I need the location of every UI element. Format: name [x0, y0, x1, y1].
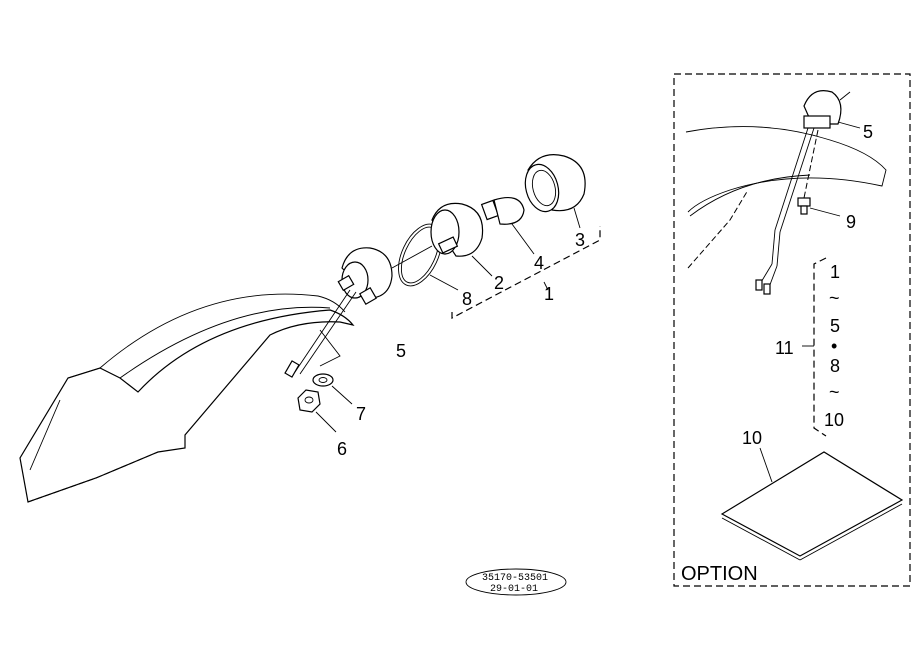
- range-item: •: [831, 336, 837, 356]
- option-panel: 5 9 11 10 1 ~ 5 • 8 ~ 10 OPTION: [673, 73, 911, 587]
- range-item: 5: [830, 316, 840, 336]
- washer-icon: [312, 373, 353, 405]
- nut-icon: [297, 389, 337, 433]
- callout-3: 3: [575, 230, 585, 250]
- stamp-date: 29-01-01: [490, 584, 538, 595]
- stamp-part-number: 35170-53501: [482, 573, 548, 584]
- drawing-stamp: 35170-53501 29-01-01: [465, 568, 567, 596]
- range-item: 1: [830, 262, 840, 282]
- manual-booklet-icon: [720, 447, 904, 561]
- callout-7: 7: [356, 404, 366, 424]
- bolt-icon: [797, 197, 841, 217]
- option-label: OPTION: [681, 563, 758, 585]
- range-item: 8: [830, 356, 840, 376]
- lens-cap-icon: [524, 154, 586, 229]
- option-callout-5: 5: [863, 122, 873, 142]
- callout-1: 1: [544, 284, 554, 304]
- callout-5: 5: [396, 341, 406, 361]
- option-callout-9: 9: [846, 212, 856, 232]
- bulb-icon: [480, 197, 535, 255]
- callout-8: 8: [462, 289, 472, 309]
- callout-6: 6: [337, 439, 347, 459]
- callout-2: 2: [494, 273, 504, 293]
- range-item: ~: [829, 288, 840, 308]
- range-item: 10: [824, 410, 844, 430]
- lamp-housing-icon: [284, 247, 393, 378]
- range-item: ~: [829, 382, 840, 402]
- option-callout-11: 11: [775, 338, 794, 358]
- assembly-bracket: [451, 226, 601, 319]
- lamp-base-icon: [430, 202, 493, 277]
- option-callout-10: 10: [742, 428, 762, 448]
- callout-4: 4: [534, 253, 544, 273]
